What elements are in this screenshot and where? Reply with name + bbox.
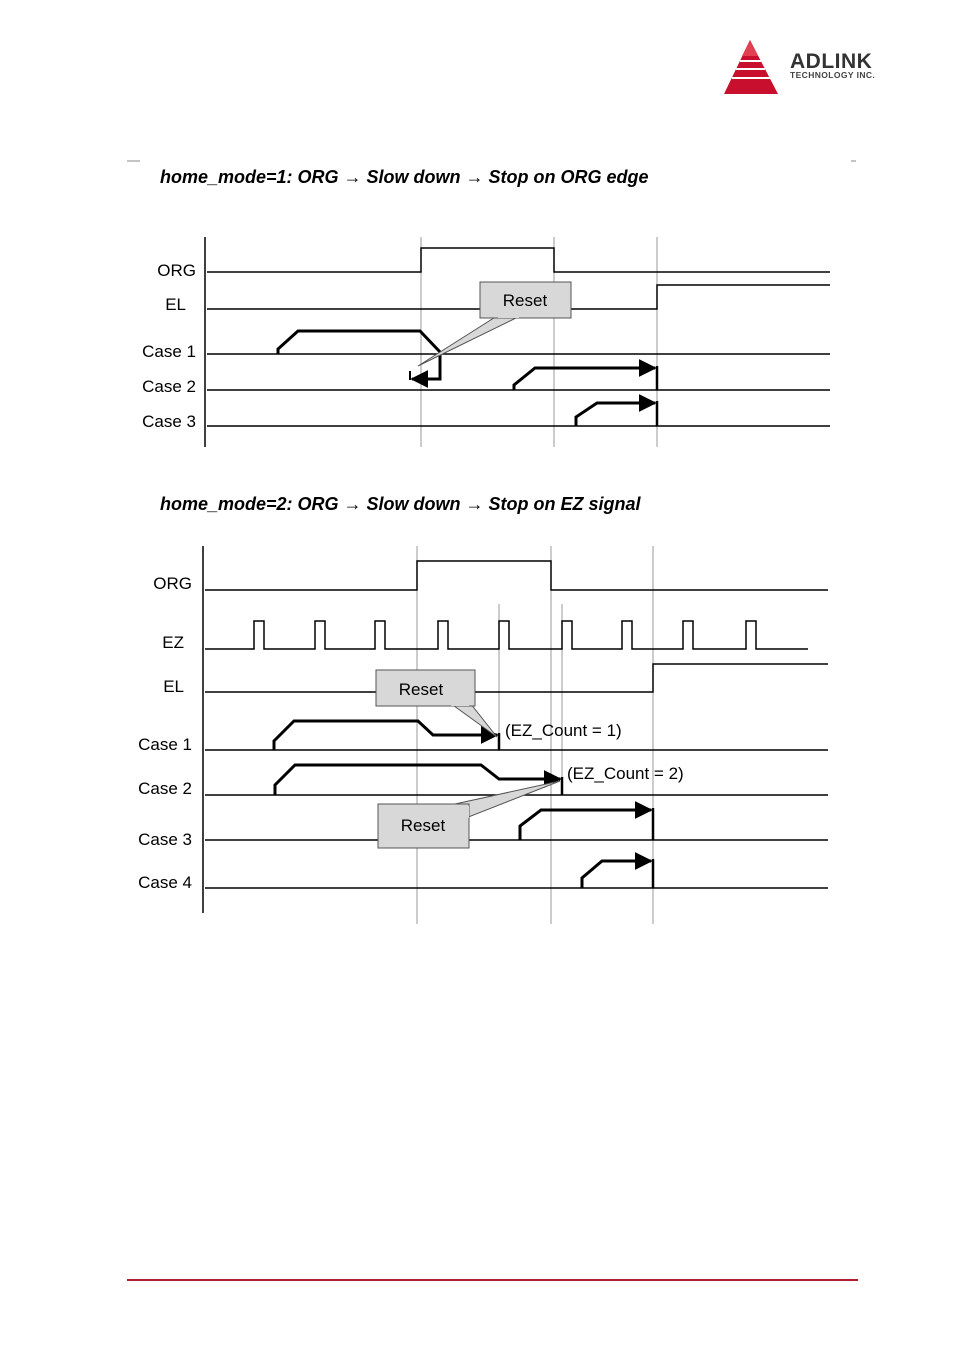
d1-label-el: EL (165, 295, 186, 314)
diagram-1: home_mode=1: ORG → Slow down → Stop on O… (127, 161, 856, 447)
diagram-2-title: home_mode=2: ORG → Slow down → Stop on E… (160, 494, 642, 514)
d2-label-org: ORG (153, 574, 192, 593)
d2-org-waveform (205, 561, 828, 590)
d2-case4-profile (582, 861, 651, 888)
d1-case2-profile (514, 368, 655, 390)
d2-label-case4: Case 4 (138, 873, 192, 892)
d2-case1-profile (274, 721, 497, 750)
d2-ez-count-2: (EZ_Count = 2) (567, 764, 684, 783)
d1-label-case1: Case 1 (142, 342, 196, 361)
d2-label-el: EL (163, 677, 184, 696)
diagram-2: home_mode=2: ORG → Slow down → Stop on E… (138, 494, 828, 924)
d2-label-ez: EZ (162, 633, 184, 652)
d1-label-case2: Case 2 (142, 377, 196, 396)
d2-label-case3: Case 3 (138, 830, 192, 849)
d1-case3-profile (576, 403, 655, 426)
d1-label-case3: Case 3 (142, 412, 196, 431)
d1-case1-profile (278, 331, 440, 379)
footer-rule (127, 1279, 858, 1281)
d2-reset-text-2: Reset (401, 816, 446, 835)
d2-case3-profile (520, 810, 651, 840)
d2-label-case2: Case 2 (138, 779, 192, 798)
diagram-1-title: home_mode=1: ORG → Slow down → Stop on O… (160, 167, 649, 187)
d1-org-waveform (207, 248, 830, 272)
d2-reset-text-1: Reset (399, 680, 444, 699)
d2-reset-callout-1: Reset (376, 670, 497, 737)
d2-label-case1: Case 1 (138, 735, 192, 754)
d1-reset-text: Reset (503, 291, 548, 310)
d2-el-waveform (205, 664, 828, 692)
d2-ez-waveform (205, 621, 808, 649)
d1-label-org: ORG (157, 261, 196, 280)
d2-ez-count-1: (EZ_Count = 1) (505, 721, 622, 740)
